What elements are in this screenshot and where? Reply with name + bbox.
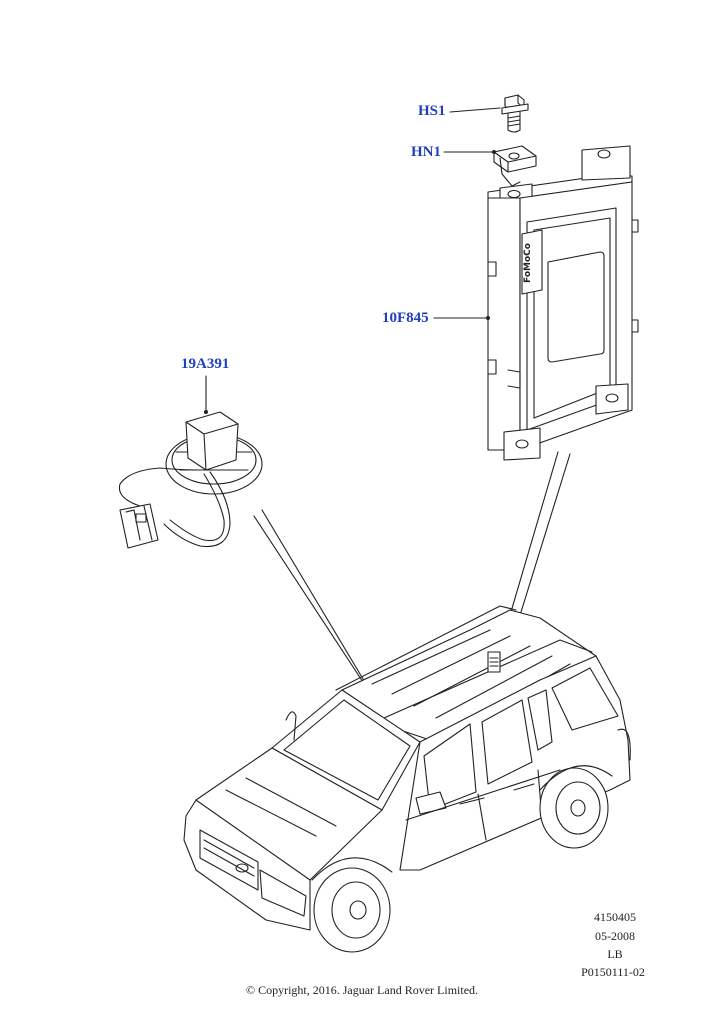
callout-19a391: 19A391 bbox=[181, 356, 230, 372]
reference-lang: LB bbox=[607, 947, 623, 961]
module-label: FoMoCo bbox=[523, 243, 533, 283]
bolt-hs1 bbox=[501, 94, 529, 133]
copyright-notice: © Copyright, 2016. Jaguar Land Rover Lim… bbox=[245, 983, 479, 997]
antenna-19a391 bbox=[118, 411, 263, 549]
vehicle-illustration bbox=[183, 605, 631, 953]
callout-hn1: HN1 bbox=[411, 144, 441, 160]
reference-date: 05-2008 bbox=[595, 929, 635, 943]
leader-hs1 bbox=[449, 107, 501, 113]
nut-hn1 bbox=[493, 145, 537, 187]
reference-code: 4150405 bbox=[594, 910, 636, 924]
callout-10f845: 10F845 bbox=[382, 310, 429, 326]
callout-hs1: HS1 bbox=[418, 103, 446, 119]
module-10f845 bbox=[487, 145, 639, 461]
reference-part: P0150111-02 bbox=[581, 965, 645, 979]
